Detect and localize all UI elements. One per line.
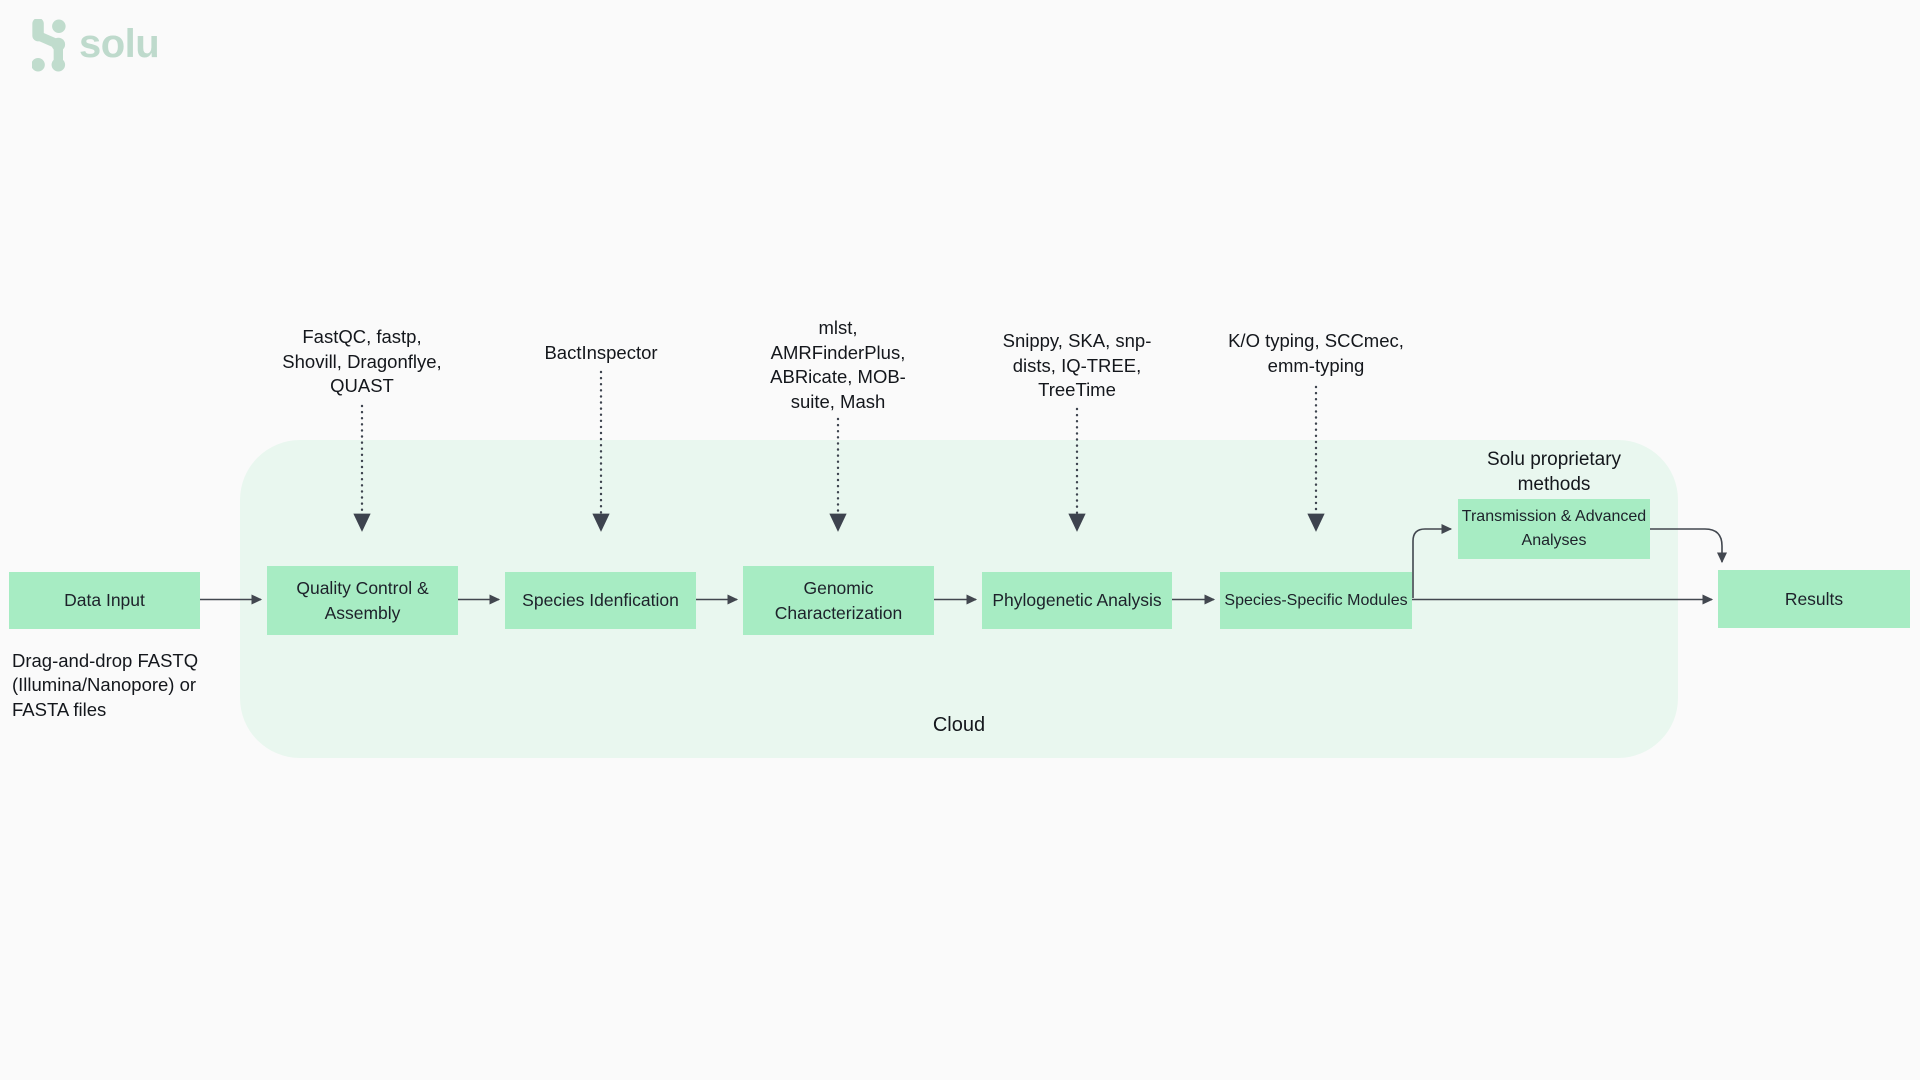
node-data-input: Data Input xyxy=(9,572,200,629)
tool-annotation-phylogenetic: Snippy, SKA, snp- dists, IQ-TREE, TreeTi… xyxy=(1002,330,1152,400)
node-phylogenetic-analysis: Phylogenetic Analysis xyxy=(982,572,1172,629)
tool-annotation-genomic: mlst, AMRFinderPlus, ABRicate, MOB- suit… xyxy=(770,317,906,412)
tool-annotation-species-id: BactInspector xyxy=(544,342,658,363)
tool-annotation-quality-control: FastQC, fastp, Shovill, Dragonflye, QUAS… xyxy=(282,326,442,396)
node-species-identification: Species Idenfication xyxy=(505,572,696,629)
node-transmission-advanced-analyses: Transmission & Advanced Analyses xyxy=(1458,499,1650,559)
solu-logo[interactable]: solu xyxy=(24,12,244,76)
tool-annotation-species-specific: K/O typing, SCCmec, emm-typing xyxy=(1228,330,1404,376)
solu-logo-text: solu xyxy=(79,22,160,66)
node-genomic-characterization: Genomic Characterization xyxy=(743,566,934,635)
data-input-note: Drag-and-drop FASTQ (Illumina/Nanopore) … xyxy=(12,650,199,720)
node-quality-control-assembly: Quality Control & Assembly xyxy=(267,566,458,635)
proprietary-methods-label: Solu proprietary methods xyxy=(1486,449,1622,495)
node-results: Results xyxy=(1718,570,1910,628)
solu-logo-icon xyxy=(32,19,66,72)
node-species-specific-modules: Species-Specific Modules xyxy=(1220,572,1412,629)
cloud-label: Cloud xyxy=(932,714,986,736)
